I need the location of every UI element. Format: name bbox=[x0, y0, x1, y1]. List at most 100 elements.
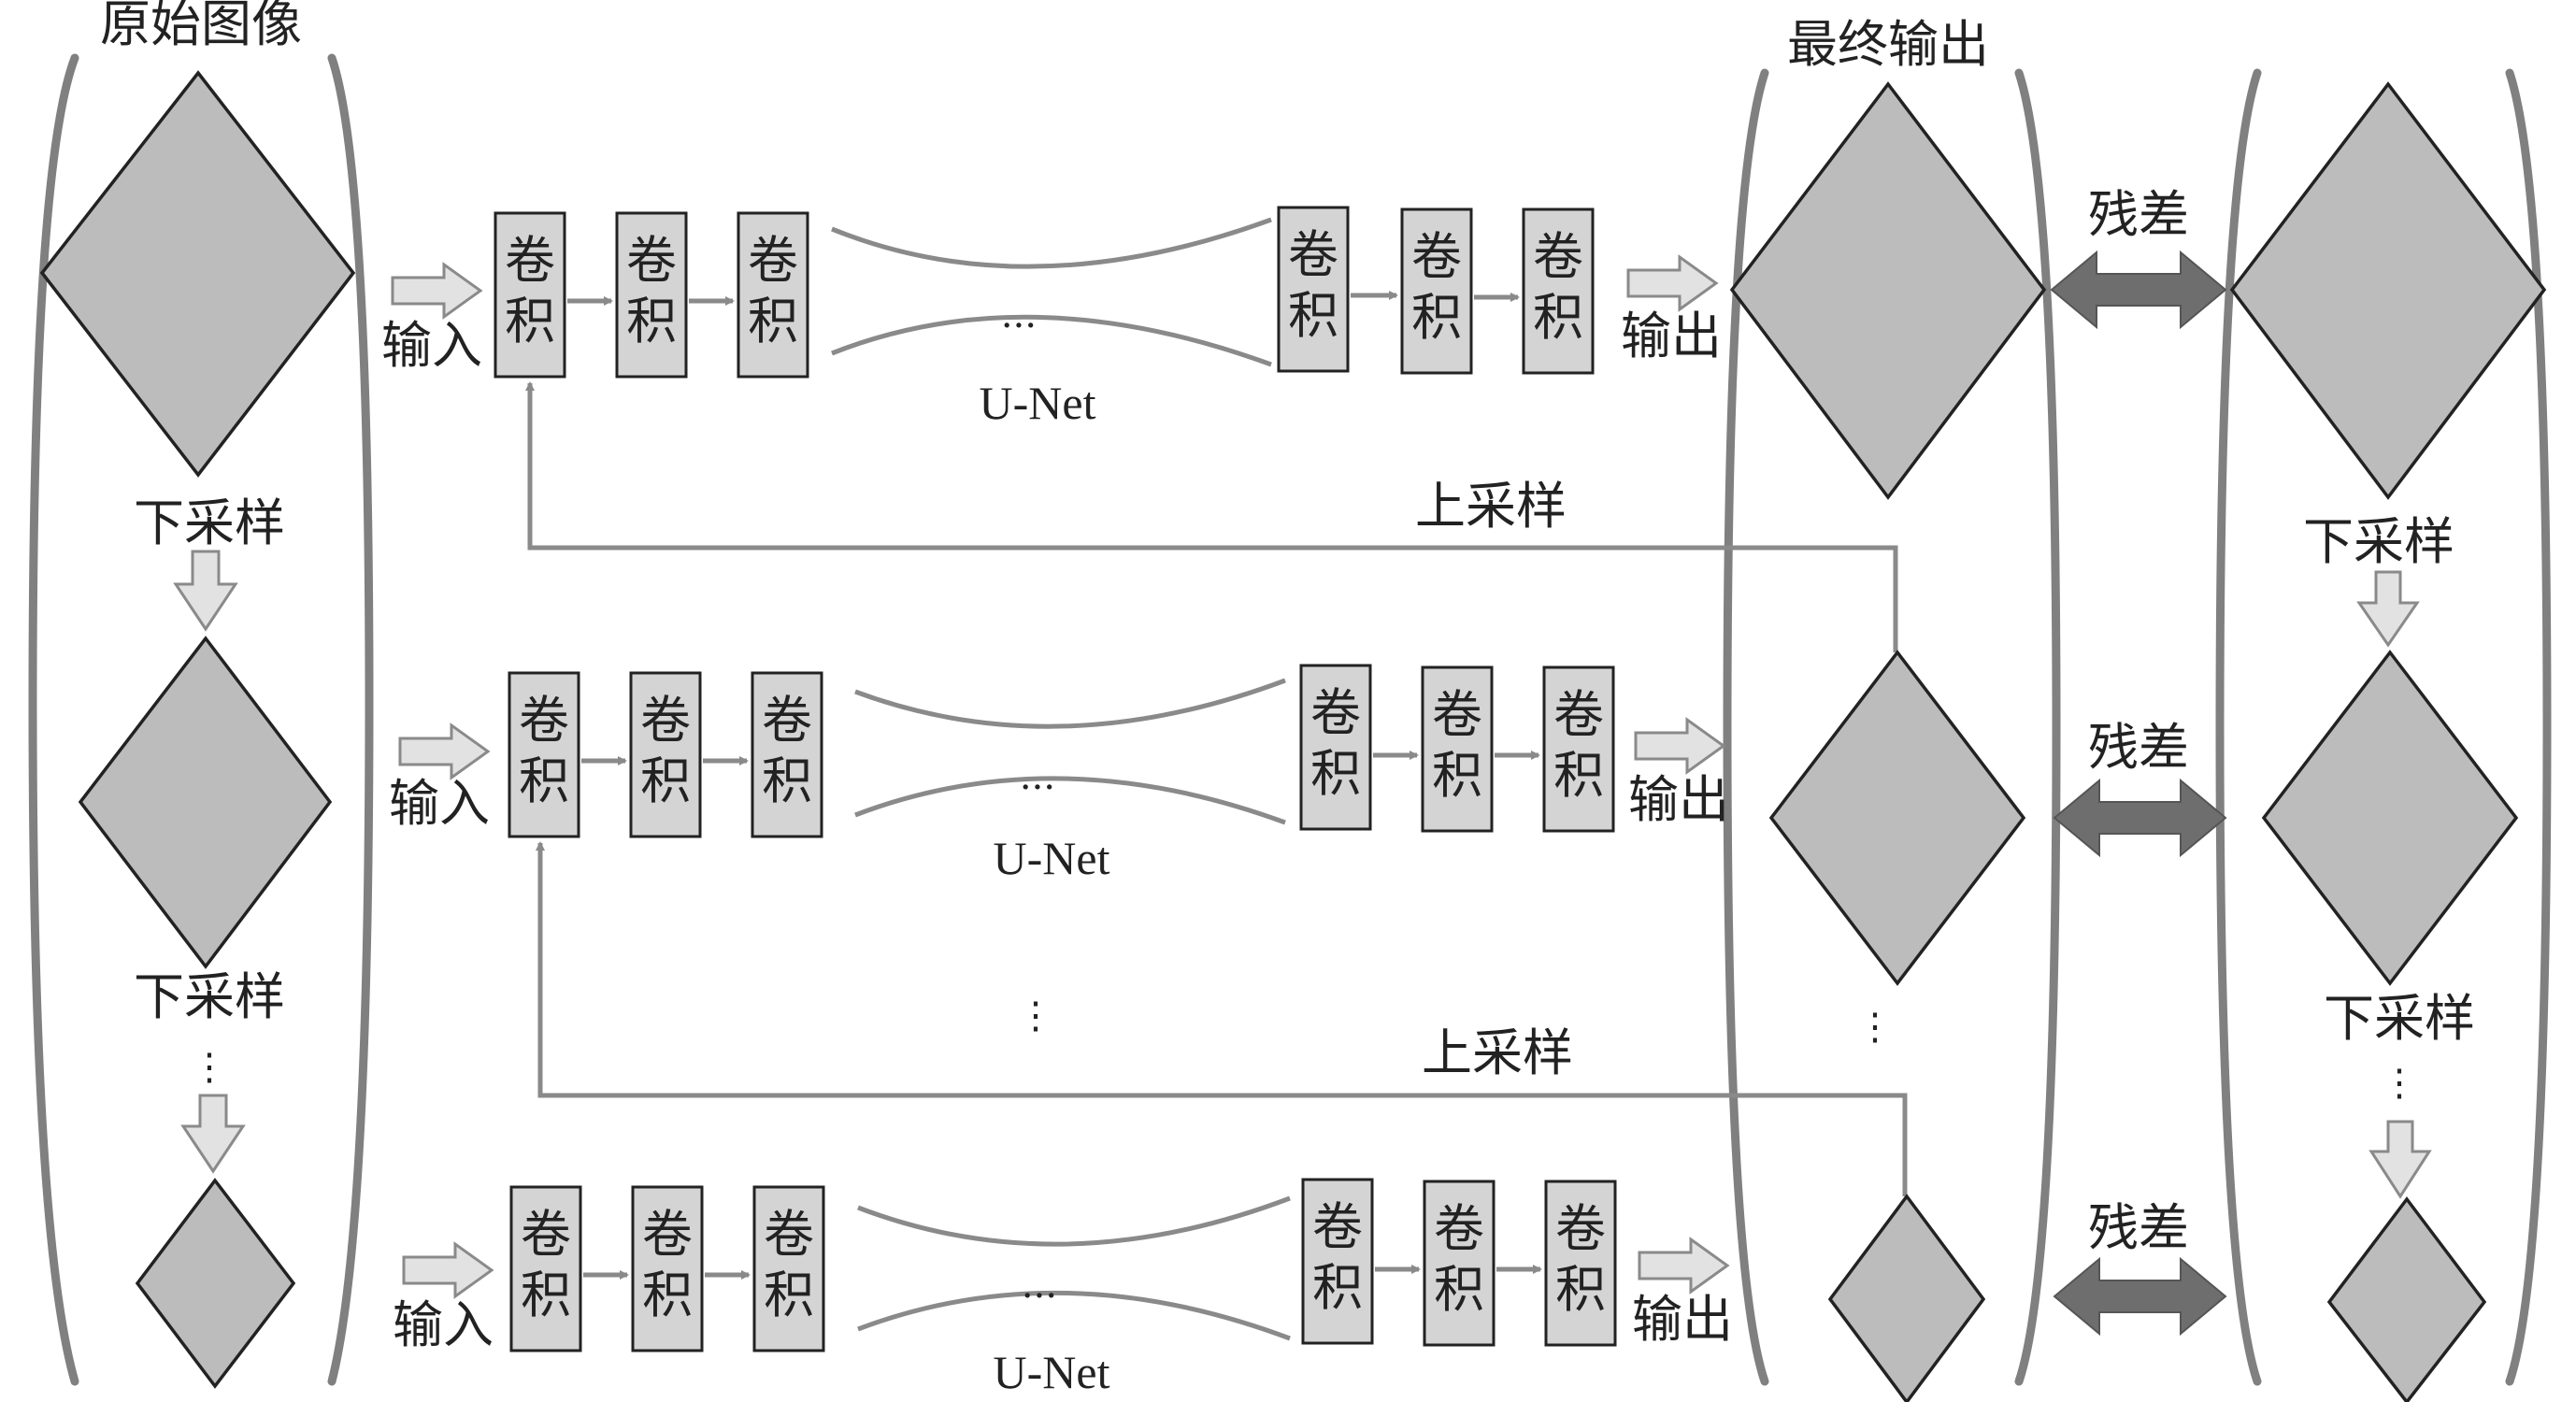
original-image-title: 原始图像 bbox=[100, 0, 302, 53]
downsample-arrow-2 bbox=[180, 1094, 246, 1174]
svg-text:积: 积 bbox=[626, 292, 677, 350]
left-bracket-group bbox=[28, 53, 2552, 1386]
svg-text:卷: 卷 bbox=[1555, 1199, 1606, 1258]
target-diamond-large bbox=[2229, 81, 2547, 500]
conv-block: 卷 积 bbox=[1522, 207, 1595, 375]
svg-text:卷: 卷 bbox=[640, 691, 691, 750]
residual-group-3: 残差 bbox=[2053, 1198, 2227, 1337]
bracket-final-right bbox=[2014, 68, 2061, 1386]
conv-block: 卷 积 bbox=[1301, 1178, 1374, 1345]
svg-text:积: 积 bbox=[1555, 1260, 1606, 1319]
unet-ellipsis: ··· bbox=[1022, 1275, 1057, 1318]
input-arrow-row3 bbox=[402, 1241, 494, 1299]
input-arrow-row1 bbox=[391, 262, 483, 320]
svg-text:卷: 卷 bbox=[1312, 1197, 1363, 1256]
downsample-arrow-right-1 bbox=[2356, 570, 2420, 648]
output-arrow-row2 bbox=[1634, 717, 1726, 775]
input-label-row2: 输入 bbox=[389, 774, 490, 833]
svg-text:积: 积 bbox=[1312, 1258, 1363, 1317]
unet-lower-curve bbox=[857, 1290, 1291, 1341]
unet-lower-curve bbox=[831, 314, 1272, 367]
unet-upper-curve bbox=[831, 217, 1272, 269]
svg-text:积: 积 bbox=[640, 751, 691, 810]
residual-group-2: 残差 bbox=[2053, 718, 2227, 858]
vertical-ellipsis-left: ⋮ bbox=[191, 1046, 228, 1089]
target-diamond-medium bbox=[2261, 650, 2519, 986]
output-label-row1: 输出 bbox=[1621, 307, 1722, 365]
upsample-path-2 bbox=[536, 841, 1908, 1196]
conv-block: 卷 积 bbox=[1299, 664, 1372, 831]
conv-block: 卷 积 bbox=[751, 671, 823, 838]
downsample-label-right-2: 下采样 bbox=[2324, 989, 2475, 1048]
output-arrow-row1 bbox=[1626, 254, 1719, 312]
original-diamond-medium bbox=[78, 636, 333, 969]
svg-text:卷: 卷 bbox=[519, 691, 569, 750]
residual-label-1: 残差 bbox=[2088, 185, 2189, 244]
svg-text:卷: 卷 bbox=[764, 1205, 814, 1264]
residual-arrow-3 bbox=[2053, 1256, 2227, 1337]
residual-arrow-1 bbox=[2050, 250, 2227, 330]
output-label-row2: 输出 bbox=[1628, 770, 1729, 829]
svg-text:积: 积 bbox=[1288, 286, 1338, 345]
input-arrow-row2 bbox=[398, 722, 491, 780]
svg-text:卷: 卷 bbox=[1434, 1199, 1484, 1258]
svg-text:积: 积 bbox=[1434, 1260, 1484, 1319]
row-scale-3: 输入 卷 积 卷 积 卷 积 ··· U-Net 卷 积 卷 bbox=[393, 1178, 1733, 1398]
svg-text:卷: 卷 bbox=[1411, 227, 1462, 286]
final-diamond-large bbox=[1729, 81, 2047, 500]
vertical-ellipsis-final: ⋮ bbox=[1856, 1006, 1894, 1049]
unet-ellipsis: ··· bbox=[1020, 766, 1055, 809]
downsample-arrow-1 bbox=[173, 550, 238, 632]
upsample-path-1 bbox=[525, 381, 1898, 652]
svg-text:卷: 卷 bbox=[1288, 225, 1338, 284]
unet-label-row2: U-Net bbox=[994, 832, 1110, 884]
unet-ellipsis: ··· bbox=[1001, 305, 1037, 348]
conv-block: 卷 积 bbox=[1400, 207, 1473, 375]
svg-text:积: 积 bbox=[764, 1266, 814, 1324]
svg-text:积: 积 bbox=[762, 751, 812, 810]
bracket-original-right bbox=[327, 53, 374, 1386]
downsample-label-2: 下采样 bbox=[134, 967, 285, 1026]
bracket-final-left bbox=[1723, 68, 1769, 1386]
upsample-label-2: 上采样 bbox=[1422, 1023, 1573, 1082]
svg-text:积: 积 bbox=[1432, 746, 1482, 805]
conv-block: 卷 积 bbox=[631, 1185, 704, 1352]
unet-label-row3: U-Net bbox=[994, 1346, 1110, 1398]
svg-text:卷: 卷 bbox=[505, 231, 555, 290]
svg-text:卷: 卷 bbox=[1432, 685, 1482, 744]
svg-text:积: 积 bbox=[505, 292, 555, 350]
residual-group-1: 残差 bbox=[2050, 185, 2227, 330]
conv-block: 卷 积 bbox=[1423, 1180, 1496, 1347]
residual-label-2: 残差 bbox=[2088, 718, 2189, 777]
svg-text:卷: 卷 bbox=[762, 691, 812, 750]
row-scale-2: 输入 卷 积 卷 积 卷 积 ··· U-Net 卷 积 卷 bbox=[389, 664, 1729, 884]
input-label-row3: 输入 bbox=[393, 1295, 494, 1354]
svg-text:卷: 卷 bbox=[1533, 227, 1583, 286]
conv-block: 卷 积 bbox=[629, 671, 702, 838]
conv-block: 卷 积 bbox=[1544, 1180, 1617, 1347]
final-diamond-small bbox=[1827, 1194, 1986, 1402]
svg-text:积: 积 bbox=[1533, 288, 1583, 347]
vertical-ellipsis-right: ⋮ bbox=[2381, 1062, 2418, 1105]
bracket-target-left bbox=[2215, 68, 2262, 1386]
original-diamond-large bbox=[39, 70, 356, 478]
final-output-title: 最终输出 bbox=[1787, 15, 1989, 74]
residual-label-3: 残差 bbox=[2088, 1198, 2189, 1257]
svg-text:卷: 卷 bbox=[626, 231, 677, 290]
svg-text:卷: 卷 bbox=[1553, 685, 1604, 744]
svg-text:积: 积 bbox=[1411, 288, 1462, 347]
unet-lower-curve bbox=[854, 776, 1286, 825]
conv-block: 卷 积 bbox=[509, 1185, 582, 1352]
downsample-label-right-1: 下采样 bbox=[2303, 512, 2454, 571]
downsample-label-1: 下采样 bbox=[134, 494, 285, 552]
input-label-row1: 输入 bbox=[381, 316, 482, 375]
svg-text:积: 积 bbox=[1553, 746, 1604, 805]
output-arrow-row3 bbox=[1638, 1237, 1730, 1295]
downsample-arrow-right-2 bbox=[2368, 1120, 2432, 1199]
svg-text:卷: 卷 bbox=[521, 1205, 571, 1264]
svg-text:卷: 卷 bbox=[748, 231, 798, 290]
unet-upper-curve bbox=[857, 1195, 1291, 1247]
conv-block: 卷 积 bbox=[752, 1185, 825, 1352]
conv-block: 卷 积 bbox=[508, 671, 580, 838]
